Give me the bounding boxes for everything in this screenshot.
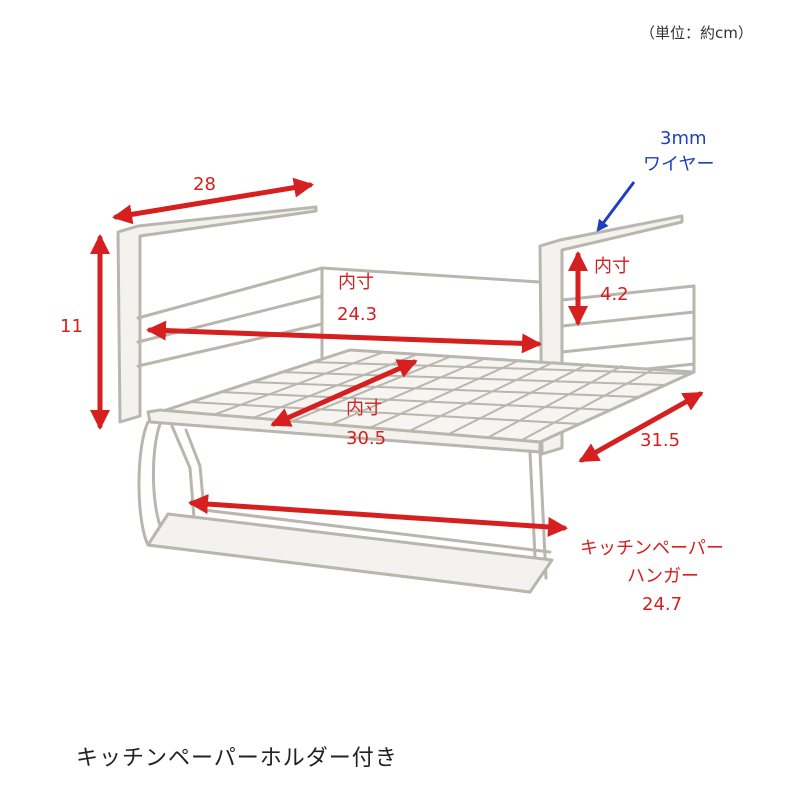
hanger-bar: [146, 512, 554, 594]
hanger-length-label: 24.7: [642, 594, 683, 615]
unit-note: （単位：約cm）: [640, 24, 753, 42]
wire-type-label: ワイヤー: [643, 154, 715, 175]
arrow-inner-depth: [270, 359, 418, 427]
inner-depth-value: 30.5: [346, 428, 387, 449]
arrow-width-28: [112, 177, 314, 225]
inner-depth-title: 内寸: [346, 398, 382, 419]
inner-height-title: 内寸: [594, 256, 630, 277]
inner-width-value: 24.3: [337, 304, 378, 325]
hanger-title-2: ハンガー: [627, 566, 699, 587]
inner-width-title: 内寸: [338, 272, 374, 293]
product-caption: キッチンペーパーホルダー付き: [76, 746, 398, 771]
wire-callout-arrow: [596, 181, 636, 232]
width-label: 28: [193, 174, 216, 195]
wire-size-label: 3mm: [660, 128, 707, 149]
inner-height-value: 4.2: [600, 284, 629, 305]
front-frame: [146, 408, 542, 454]
hanger-title-1: キッチンペーパー: [580, 538, 724, 559]
arrow-depth-31-5: [578, 391, 704, 463]
height-label: 11: [60, 316, 83, 337]
arrow-hanger-length: [188, 494, 568, 537]
arrow-inner-width: [146, 320, 542, 354]
depth-label: 31.5: [640, 430, 681, 451]
dimension-arrows: [90, 177, 704, 537]
